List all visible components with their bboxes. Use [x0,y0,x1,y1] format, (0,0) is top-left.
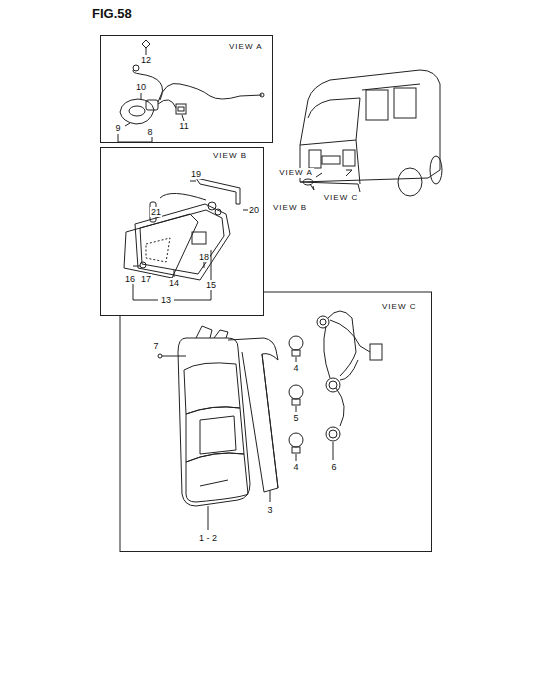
view-panel: VIEW B [100,147,264,316]
callout-number: 16 [124,274,136,284]
callout-number: 20 [248,205,260,215]
view-title: VIEW C [382,302,416,311]
callout-number: 21 [150,207,162,217]
license-lamp [118,40,264,142]
callout-number: 7 [152,341,159,351]
callout-number: 15 [205,280,217,290]
callout-number: 17 [140,274,152,284]
tail-lamp [158,326,278,530]
callout-number: 12 [140,55,152,65]
callout-number: 4 [292,462,299,472]
callout-number: 3 [266,505,273,515]
socket-harness [317,311,382,460]
callout-number: 13 [160,295,172,305]
van-illustration [300,70,442,196]
callout-number: 9 [114,123,121,133]
callout-number: 8 [146,127,153,137]
callout-number: 14 [168,278,180,288]
callout-number: 4 [292,363,299,373]
callout-number: 11 [178,121,189,131]
bulbs [289,336,303,461]
callout-number: 18 [198,252,210,262]
view-pointer: VIEW A [278,168,314,178]
callout-number: 1 - 2 [198,533,218,543]
view-title: VIEW B [213,151,247,160]
callout-number: 6 [330,462,337,472]
view-pointer: VIEW C [323,193,359,203]
callout-number: 10 [135,82,147,92]
view-title: VIEW A [229,42,263,51]
callout-number: 5 [292,413,299,423]
callout-number: 19 [190,169,202,179]
view-pointer: VIEW B [272,203,308,213]
view-panel: VIEW C [120,292,432,552]
figure-title: FIG.58 [92,6,132,21]
side-marker-lamp [124,178,250,300]
